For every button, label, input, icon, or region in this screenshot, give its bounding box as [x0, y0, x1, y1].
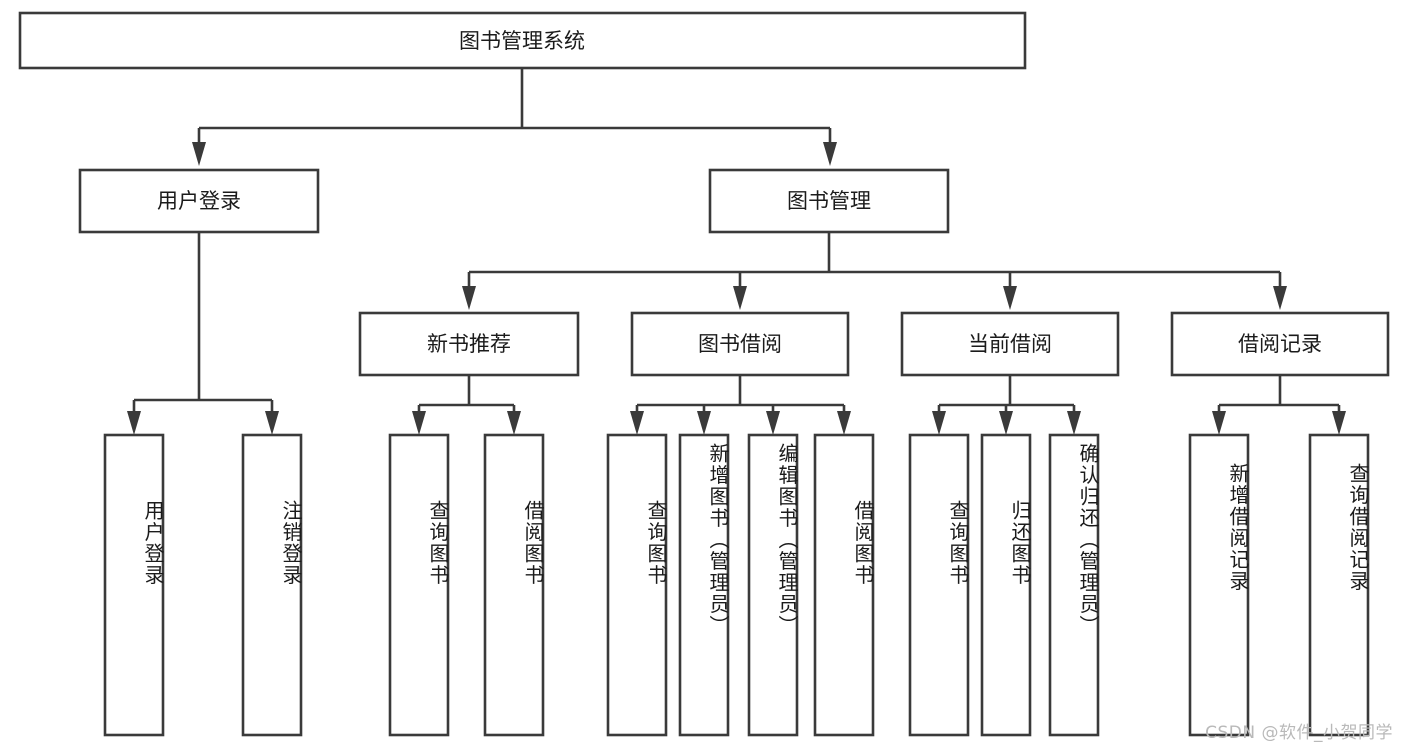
arrow-head-book-borrow	[733, 286, 747, 310]
borrow-record-box-label: 借阅记录	[1238, 332, 1322, 356]
node-user-login[interactable]: 用户登录	[78, 168, 320, 234]
leaf-box-add-book-admin[interactable]	[678, 433, 730, 737]
book-borrow-box-label: 图书借阅	[698, 332, 782, 356]
arrow-head-add-borrow-record	[1212, 411, 1226, 435]
node-borrow-record[interactable]: 借阅记录	[1170, 311, 1390, 377]
connector-root-to-level2	[192, 68, 837, 166]
arrow-head-user-login-leaf	[127, 411, 141, 435]
arrow-head-query-book-2	[630, 411, 644, 435]
node-new-book-recommend[interactable]: 新书推荐	[358, 311, 580, 377]
connector-current-borrow-to-leaves	[932, 375, 1081, 435]
arrow-head-add-book-admin	[697, 411, 711, 435]
leaf-box-query-book-1[interactable]	[388, 433, 450, 737]
arrow-head-edit-book-admin	[766, 411, 780, 435]
arrow-head-query-book-1	[412, 411, 426, 435]
arrow-head-current-borrow	[1003, 286, 1017, 310]
connector-book-manage-to-level3	[462, 232, 1287, 310]
node-book-borrow[interactable]: 图书借阅	[630, 311, 850, 377]
user-login-box-label: 用户登录	[157, 189, 241, 213]
new-book-recommend-box-rect	[358, 311, 580, 377]
node-root[interactable]: 图书管理系统	[18, 11, 1027, 70]
arrow-head-return-book	[999, 411, 1013, 435]
arrow-head-new-book-recommend	[462, 286, 476, 310]
leaf-box-borrow-book-1[interactable]	[483, 433, 545, 737]
leaf-box-query-book-2[interactable]	[606, 433, 668, 737]
leaf-box-edit-book-admin[interactable]	[747, 433, 799, 737]
leaf-box-query-borrow-record[interactable]	[1308, 433, 1370, 737]
arrow-head-book-manage	[823, 142, 837, 166]
connector-book-borrow-to-leaves	[630, 375, 851, 435]
leaf-box-user-logout[interactable]	[241, 433, 303, 737]
connector-user-login-to-leaves	[127, 232, 279, 435]
connector-new-book-recommend-to-leaves	[412, 375, 521, 435]
current-borrow-box-label: 当前借阅	[968, 332, 1052, 356]
arrow-head-confirm-return-admin	[1067, 411, 1081, 435]
node-book-manage[interactable]: 图书管理	[708, 168, 950, 234]
root-box-label: 图书管理系统	[459, 29, 585, 53]
user-login-box-rect	[78, 168, 320, 234]
leaf-box-add-borrow-record[interactable]	[1188, 433, 1250, 737]
arrow-head-borrow-record	[1273, 286, 1287, 310]
leaf-boxes	[103, 433, 1370, 737]
book-manage-box-label: 图书管理	[787, 189, 871, 213]
new-book-recommend-box-label: 新书推荐	[427, 332, 511, 356]
arrow-head-borrow-book-2	[837, 411, 851, 435]
node-current-borrow[interactable]: 当前借阅	[900, 311, 1120, 377]
current-borrow-box-rect	[900, 311, 1120, 377]
root-box-rect	[18, 11, 1027, 70]
leaf-box-return-book[interactable]	[980, 433, 1032, 737]
arrow-head-user-login	[192, 142, 206, 166]
arrow-head-query-borrow-record	[1332, 411, 1346, 435]
leaf-box-query-book-3[interactable]	[908, 433, 970, 737]
connector-borrow-record-to-leaves	[1212, 375, 1346, 435]
csdn-watermark: CSDN @软件_小贺同学	[1205, 723, 1393, 743]
leaf-box-confirm-return-admin[interactable]	[1048, 433, 1100, 737]
arrow-head-borrow-book-1	[507, 411, 521, 435]
arrow-head-query-book-3	[932, 411, 946, 435]
arrow-head-user-logout-leaf	[265, 411, 279, 435]
leaf-box-borrow-book-2[interactable]	[813, 433, 875, 737]
leaf-box-user-login[interactable]	[103, 433, 165, 737]
